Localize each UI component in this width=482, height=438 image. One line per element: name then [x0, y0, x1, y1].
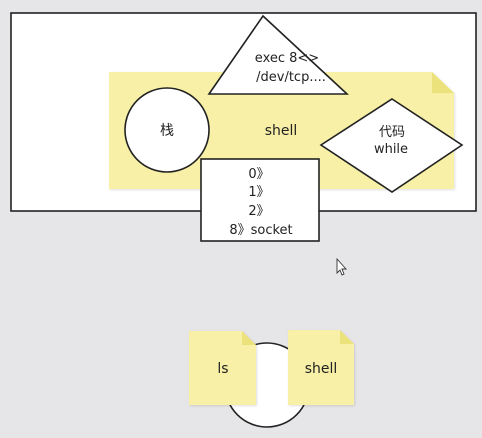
fd-line-1: 1》 — [248, 185, 269, 200]
stack-label: 栈 — [160, 123, 174, 139]
exec-line-1: exec 8<> — [255, 51, 319, 66]
ls-label: ls — [217, 361, 228, 377]
code-line-1: 代码 — [379, 125, 405, 140]
stack-circle — [124, 87, 210, 173]
exec-triangle — [207, 14, 350, 95]
shell-label-bottom: shell — [305, 361, 338, 377]
mouse-cursor-icon — [336, 257, 348, 276]
fd-line-8: 8》socket — [229, 223, 292, 238]
fd-table-box — [200, 158, 320, 242]
shell-note-bottom — [288, 330, 354, 405]
shell-label: shell — [265, 123, 298, 139]
code-diamond — [319, 98, 464, 193]
fd-line-0: 0》 — [248, 167, 269, 182]
code-line-2: while — [374, 142, 408, 157]
exec-line-2: /dev/tcp.... — [256, 70, 326, 85]
ls-note — [189, 331, 256, 405]
fd-line-2: 2》 — [248, 204, 269, 219]
